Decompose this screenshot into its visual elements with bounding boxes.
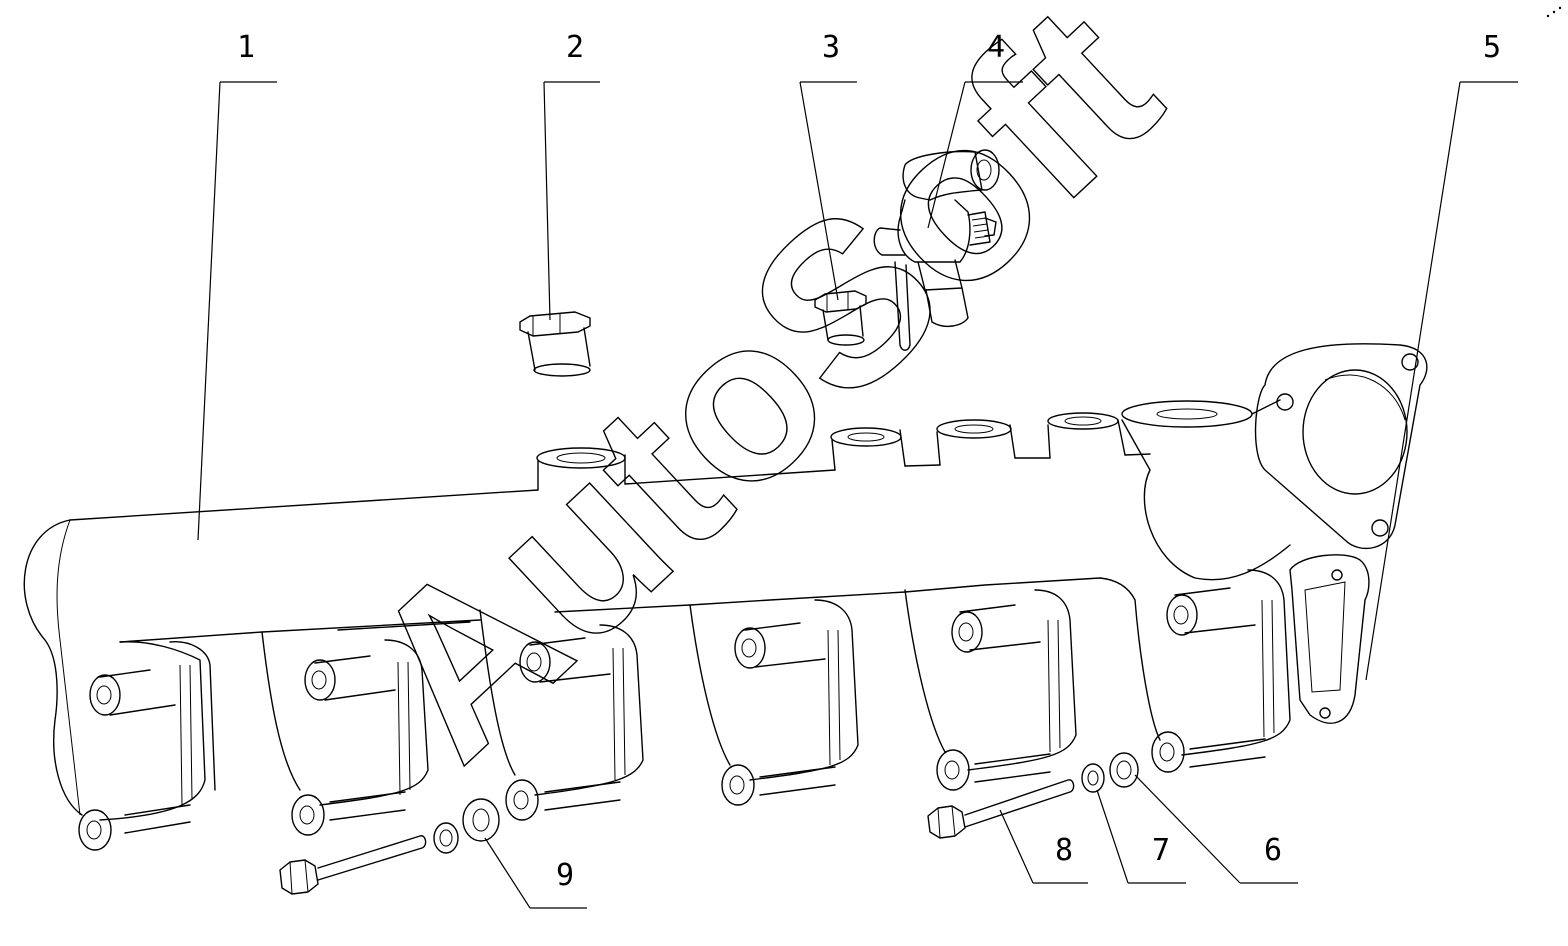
hex-plug-small	[814, 290, 867, 346]
exhaust-manifold	[23, 343, 1428, 851]
drain-valve	[873, 149, 1000, 351]
runner-1	[56, 519, 216, 851]
callout-1: 1	[237, 30, 255, 65]
callout-3: 3	[822, 30, 840, 65]
callout-4: 4	[987, 30, 1005, 65]
bolt-right	[927, 779, 1075, 839]
runner-6	[1099, 569, 1291, 773]
runner-5	[904, 589, 1077, 791]
watermark-text: AutoSoft	[318, 0, 1203, 806]
callout-7: 7	[1152, 833, 1170, 868]
callout-8: 8	[1055, 833, 1073, 868]
callout-5: 5	[1483, 30, 1501, 65]
runner-3	[479, 609, 644, 821]
spring-washer-right	[1081, 763, 1105, 793]
spring-washer-left	[433, 822, 459, 854]
bolt-left	[279, 835, 427, 895]
callout-9: 9	[556, 858, 574, 893]
runner-4	[689, 599, 859, 806]
flat-washer-right	[1109, 752, 1139, 788]
hex-plug-large	[519, 311, 591, 377]
callout-6: 6	[1264, 833, 1282, 868]
flat-washer-left	[462, 798, 500, 842]
corner-speck	[1546, 6, 1562, 18]
leader-lines	[197, 81, 1518, 909]
callout-2: 2	[566, 30, 584, 65]
callout-labels: 1 2 3 4 5 6 7 8 9	[237, 30, 1501, 893]
runner-2	[261, 631, 429, 836]
